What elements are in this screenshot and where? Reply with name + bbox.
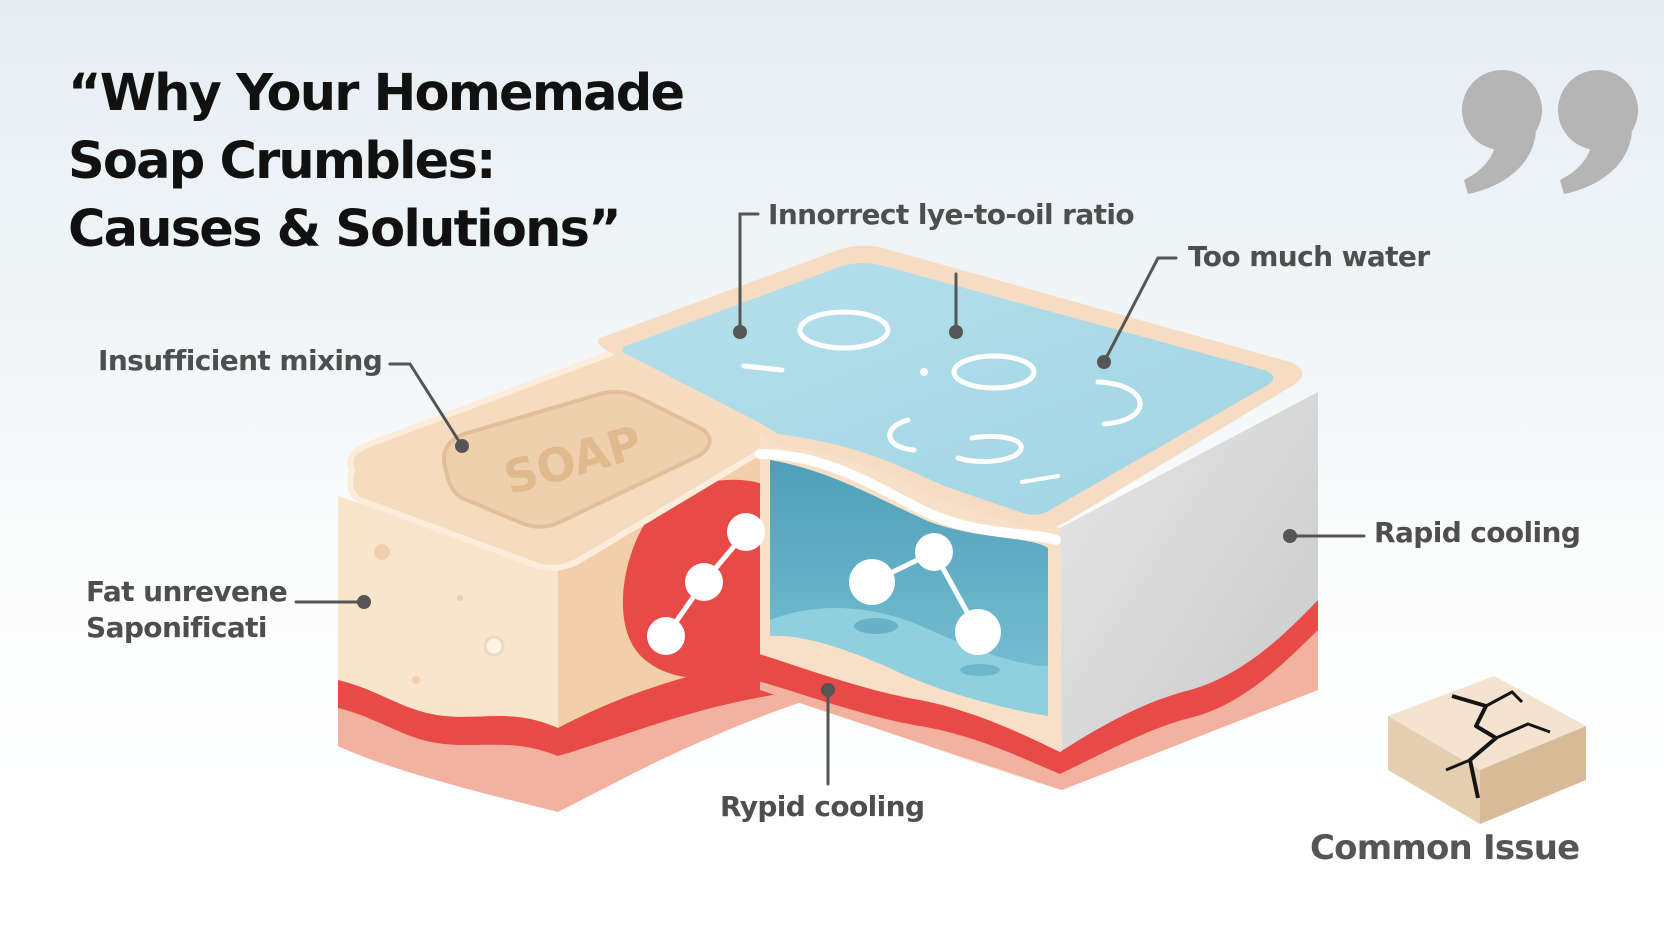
speckle <box>483 635 505 657</box>
label-rapid-cooling-right: Rapid cooling <box>1374 516 1581 549</box>
pink-layer-left-side <box>558 688 808 812</box>
leader-dots <box>357 325 1297 697</box>
leader-lye-ratio <box>738 212 760 332</box>
title-line-2: Soap Crumbles: <box>68 132 496 191</box>
red-layer-left <box>338 680 558 756</box>
water-surface <box>621 263 1274 515</box>
red-layer-left-side <box>558 650 808 756</box>
page-title: “Why Your Homemade Soap Crumbles: Causes… <box>68 60 685 264</box>
leader-lines <box>294 212 1366 786</box>
ripple <box>1095 379 1143 427</box>
right-cut-side <box>1060 392 1318 790</box>
cavity-rim <box>755 449 1061 545</box>
quote-icon <box>1462 70 1638 194</box>
ripple <box>955 433 1024 464</box>
ripple <box>741 363 785 373</box>
speckle <box>374 544 390 560</box>
common-issue-label: Common Issue <box>1310 828 1580 868</box>
droplet <box>920 368 928 376</box>
title-line-3: Causes & Solutions” <box>68 200 622 259</box>
water-cavity-floor <box>770 607 1048 716</box>
bubble-shadow <box>854 618 898 634</box>
speckle <box>412 676 420 684</box>
soap-stamp-plate <box>442 389 712 529</box>
label-lye-ratio: Innorrect lye-to-oil ratio <box>768 198 1135 231</box>
label-rapid-cooling-bottom: Rypid cooling <box>720 790 925 823</box>
leader-insufficient-mixing <box>388 362 464 448</box>
molecule-icon <box>647 513 765 655</box>
ripple <box>797 309 891 351</box>
speckle <box>457 595 463 601</box>
ripple <box>951 353 1037 391</box>
bubble-shadow <box>960 664 1000 676</box>
label-fat-line-2: Saponificati <box>86 611 268 644</box>
leader-too-much-water <box>1102 256 1178 364</box>
ripple <box>1020 474 1060 484</box>
ripple <box>887 417 917 453</box>
label-insufficient-mixing: Insufficient mixing <box>98 344 383 377</box>
title-line-1: “Why Your Homemade <box>68 64 685 123</box>
label-fat-saponification: Fat unrevene Saponificati <box>86 574 288 646</box>
molecule-icon <box>849 533 1001 655</box>
label-too-much-water: Too much water <box>1188 240 1430 273</box>
label-fat-line-1: Fat unrevene <box>86 575 288 608</box>
cracked-soap-icon <box>1388 676 1586 824</box>
